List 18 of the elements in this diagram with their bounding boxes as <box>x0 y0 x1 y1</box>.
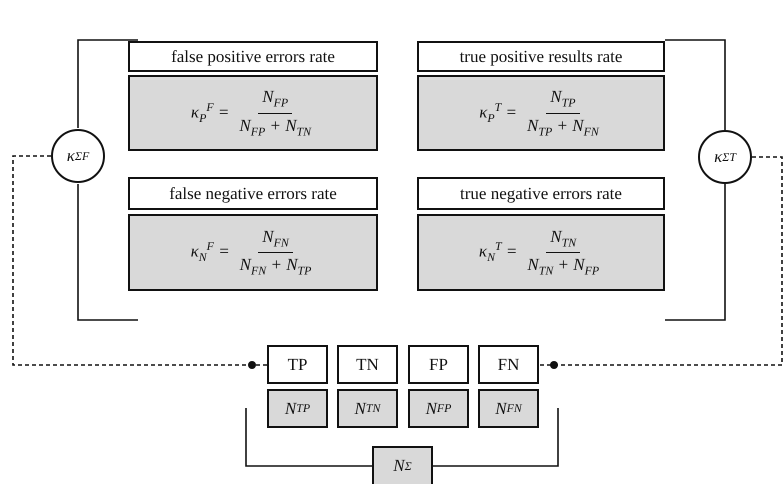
formula: κ$_{N}$$^{T}$ = N$_{TN}$ N$_{TN}$ + N$_{FP}$ <box>478 226 600 278</box>
category-box: FP <box>408 345 469 384</box>
formula-box <box>128 214 378 291</box>
header-box: true negative errors rate <box>417 177 665 210</box>
formula-box <box>128 75 378 151</box>
formula: κ$_{P}$$^{F}$ = N$_{FP}$ N$_{FP}$ + N$_{TN}$ <box>190 87 312 139</box>
dashed-connector <box>12 155 267 369</box>
formula-box <box>417 214 665 291</box>
header-box: true positive results rate <box>417 41 665 72</box>
formula-box <box>417 75 665 151</box>
dashed-connector <box>539 156 783 369</box>
formula: κ$_{N}$$^{F}$ = N$_{FN}$ N$_{FN}$ + N$_{TP}$ <box>190 226 312 278</box>
formula: κ$_{P}$$^{T}$ = N$_{TP}$ N$_{TP}$ + N$_{FN}$ <box>479 87 600 139</box>
category-box: FN <box>478 345 539 384</box>
category-box: TN <box>337 345 398 384</box>
category-box: TP <box>267 345 328 384</box>
header-box: false positive errors rate <box>128 41 378 72</box>
header-box: false negative errors rate <box>128 177 378 210</box>
